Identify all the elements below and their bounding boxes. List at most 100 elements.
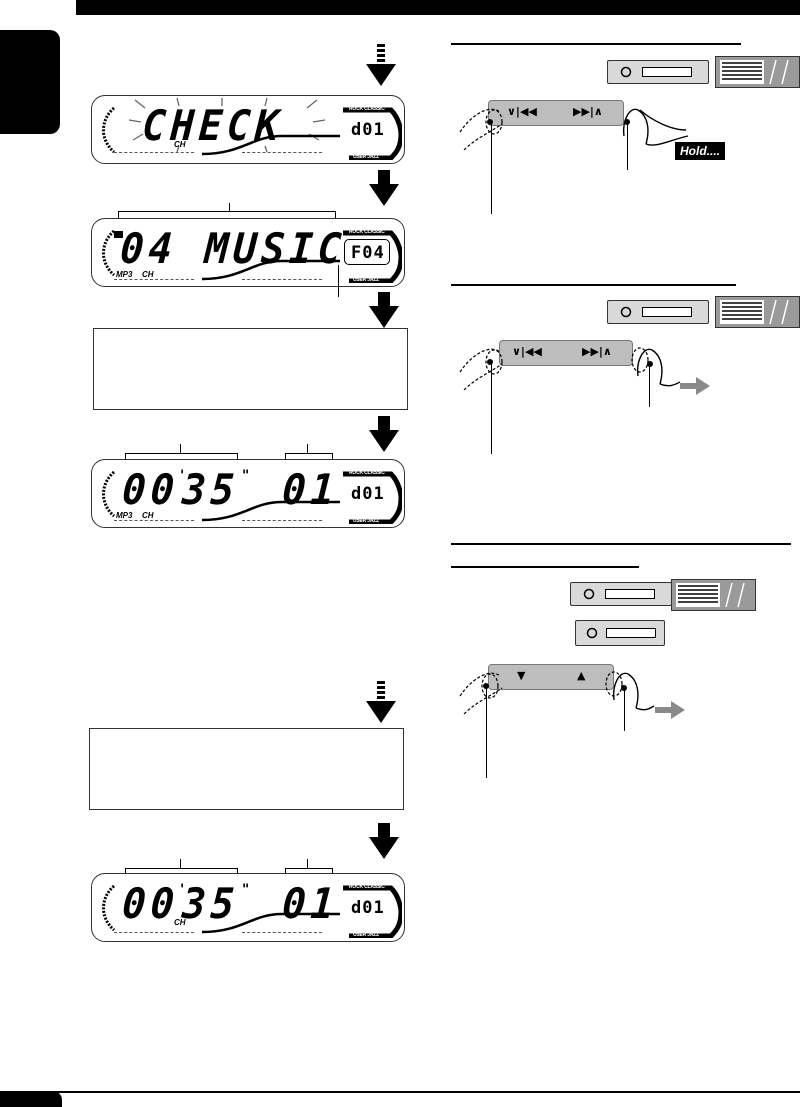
slot-icon bbox=[642, 307, 692, 317]
text-box bbox=[93, 328, 408, 410]
lcd-display-folder: 04 MUSIC MP3 CH ROCK CLASSIC USER JAZZ F… bbox=[91, 218, 405, 287]
lcd-band-label: CH bbox=[142, 511, 154, 520]
lcd-dashes bbox=[114, 152, 194, 153]
faceplate-icon bbox=[720, 300, 789, 324]
lcd-disc-number: d01 bbox=[351, 484, 385, 504]
callout-leader bbox=[229, 203, 230, 212]
eq-top-label: ROCK CLASSIC bbox=[349, 106, 385, 112]
faceplate-icon bbox=[676, 583, 745, 607]
lcd-time-minutes: 00 bbox=[120, 465, 181, 514]
down-arrow-dashed-icon bbox=[366, 44, 396, 86]
text-box bbox=[89, 728, 404, 810]
eq-panel: ROCK CLASSIC USER JAZZ bbox=[339, 223, 402, 283]
callout-leader bbox=[649, 363, 650, 407]
folder-icon bbox=[114, 231, 123, 238]
callout-leader bbox=[486, 686, 487, 778]
finger-press-icon bbox=[459, 108, 689, 151]
section-heading-rule bbox=[451, 284, 736, 286]
rocker-c-left-label: ▼ bbox=[517, 669, 526, 682]
callout-bracket bbox=[285, 868, 333, 877]
callout-leader bbox=[491, 362, 492, 454]
down-arrow-dashed-icon bbox=[366, 681, 396, 723]
callout-bracket bbox=[118, 211, 336, 220]
lcd-dashes bbox=[242, 932, 322, 933]
minute-mark: ' bbox=[180, 468, 185, 484]
slot-icon bbox=[605, 589, 655, 599]
lcd-disc-number: d01 bbox=[351, 898, 385, 918]
slot-icon bbox=[642, 67, 692, 77]
callout-leader bbox=[180, 444, 181, 454]
lcd-dashes bbox=[242, 152, 322, 153]
footer-rule bbox=[0, 1091, 800, 1093]
eq-bottom-label: USER JAZZ bbox=[353, 277, 379, 283]
callout-leader bbox=[491, 122, 492, 214]
lcd-band-label: MP3 bbox=[116, 270, 133, 279]
hold-badge: Hold.... bbox=[675, 142, 725, 160]
lcd-swoosh bbox=[202, 912, 340, 934]
eq-bottom-label: USER JAZZ bbox=[353, 932, 379, 938]
eq-panel: ROCK CLASSIC USER JAZZ bbox=[339, 100, 402, 160]
second-mark: " bbox=[242, 882, 250, 898]
rocker-button-c[interactable]: ▼ ▲ bbox=[488, 664, 614, 690]
rocker-a-right-label: ▶▶|∧ bbox=[573, 105, 603, 118]
unit-b-icon bbox=[715, 56, 800, 88]
down-arrow-icon bbox=[369, 292, 399, 328]
lcd-band-label: CH bbox=[174, 140, 186, 149]
section-heading-rule bbox=[451, 566, 639, 568]
lcd-side-arc bbox=[102, 229, 116, 277]
language-tab bbox=[0, 30, 60, 134]
rocker-b-left-label: ∨|◀◀ bbox=[512, 345, 542, 358]
down-arrow-icon bbox=[369, 416, 399, 452]
rocker-button-b[interactable]: ∨|◀◀ ▶▶|∧ bbox=[499, 340, 633, 366]
down-arrow-icon bbox=[369, 170, 399, 206]
slot-icon bbox=[606, 628, 656, 638]
lcd-side-arc bbox=[102, 470, 116, 518]
eq-frame bbox=[343, 230, 402, 283]
rocker-b-right-label: ▶▶|∧ bbox=[582, 345, 612, 358]
eq-panel: ROCK CLASSIC USER JAZZ bbox=[339, 878, 402, 938]
lcd-side-arc bbox=[102, 106, 116, 154]
page-number-tab bbox=[0, 1091, 62, 1107]
lcd-side-arc bbox=[102, 884, 116, 932]
lcd-display-check: CHECK CH ROCK CLASSIC USER JAZZ d01 bbox=[91, 95, 405, 164]
right-arrow-icon bbox=[680, 377, 710, 395]
unit-c-icon bbox=[575, 620, 665, 646]
callout-leader bbox=[624, 687, 625, 731]
callout-leader bbox=[180, 859, 181, 869]
section-heading-rule bbox=[451, 43, 741, 45]
lcd-band-label: CH bbox=[174, 918, 186, 927]
lcd-time-minutes: 00 bbox=[120, 879, 181, 928]
lcd-folder-number: F04 bbox=[351, 243, 385, 263]
eq-bottom-label: USER JAZZ bbox=[353, 154, 379, 160]
unit-a-icon bbox=[607, 300, 709, 324]
unit-b-icon bbox=[715, 296, 800, 328]
rocker-c-right-label: ▲ bbox=[577, 669, 586, 682]
callout-leader bbox=[307, 444, 308, 454]
lcd-dashes bbox=[114, 279, 194, 280]
second-mark: " bbox=[242, 468, 250, 484]
lcd-swoosh bbox=[202, 500, 340, 522]
faceplate-icon bbox=[720, 60, 789, 84]
eq-top-label: ROCK CLASSIC bbox=[349, 229, 385, 235]
rocker-button-a[interactable]: ∨|◀◀ ▶▶|∧ bbox=[488, 100, 624, 126]
callout-bracket bbox=[125, 453, 238, 462]
section-heading-rule bbox=[451, 543, 791, 545]
circle-icon bbox=[620, 306, 632, 318]
lcd-dashes bbox=[242, 279, 322, 280]
lcd-disc-number: d01 bbox=[351, 120, 385, 140]
circle-icon bbox=[586, 627, 598, 639]
lcd-dashes bbox=[114, 520, 194, 521]
lcd-band-label: CH bbox=[142, 270, 154, 279]
callout-leader bbox=[307, 859, 308, 869]
eq-frame bbox=[343, 471, 402, 524]
lcd-display-time-mp3: 00 ' 35 " 01 MP3 CH ROCK CLASSIC USER JA… bbox=[91, 459, 405, 528]
eq-top-label: ROCK CLASSIC bbox=[349, 470, 385, 476]
eq-bottom-label: USER JAZZ bbox=[353, 518, 379, 524]
lcd-band-label: MP3 bbox=[116, 511, 133, 520]
eq-frame bbox=[343, 107, 402, 160]
callout-leader bbox=[627, 122, 628, 170]
minute-mark: ' bbox=[180, 882, 185, 898]
lcd-dashes bbox=[242, 520, 322, 521]
finger-press-icon bbox=[459, 347, 681, 391]
eq-frame bbox=[343, 885, 402, 938]
